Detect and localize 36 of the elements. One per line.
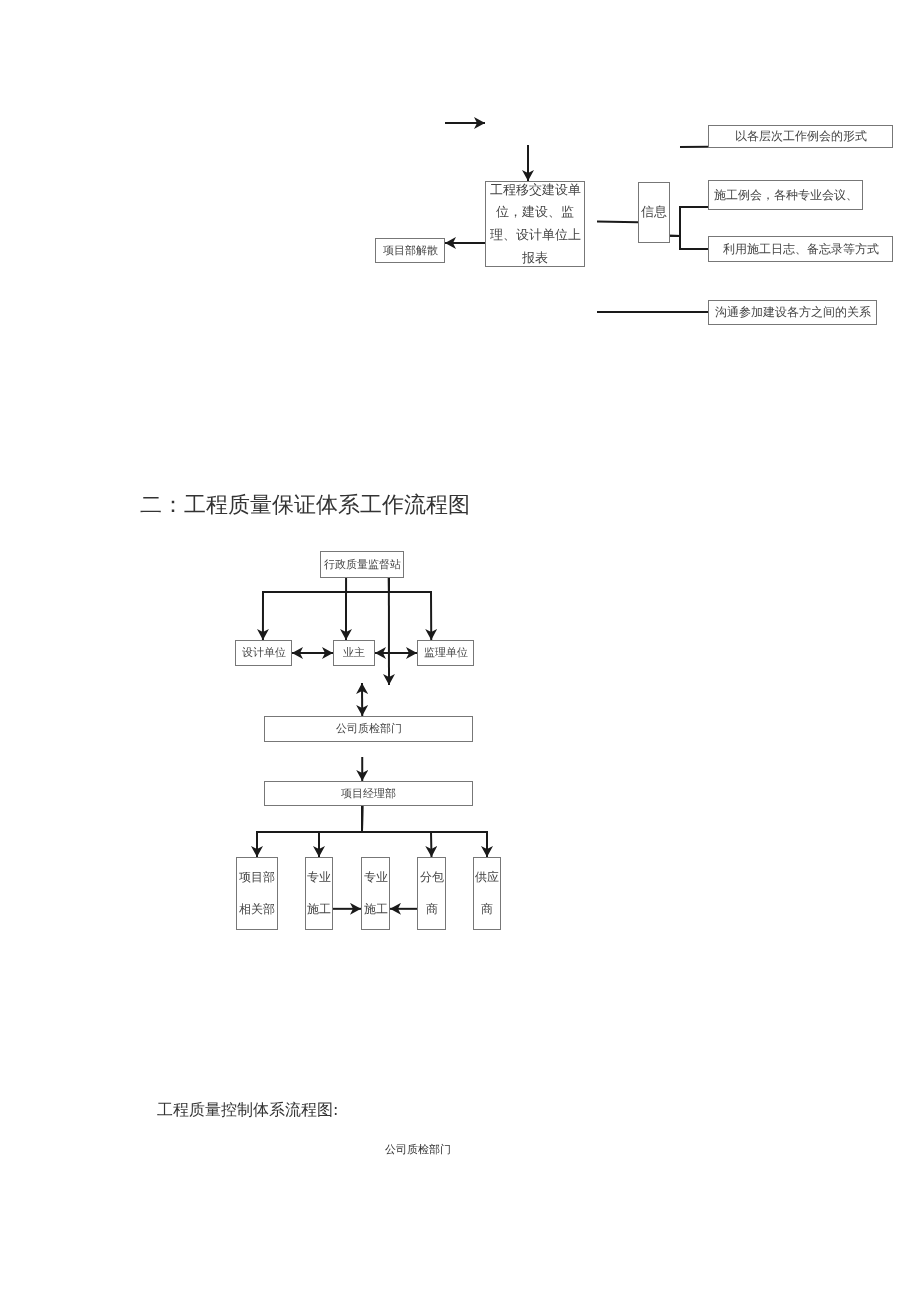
process-box: 项目经理部 bbox=[264, 781, 473, 806]
process-box: 沟通参加建设各方之间的关系 bbox=[708, 300, 877, 325]
process-box: 分包商 bbox=[417, 857, 446, 930]
connector-line bbox=[669, 234, 709, 250]
process-box: 行政质量监督站 bbox=[320, 551, 404, 578]
process-box: 业主 bbox=[333, 640, 375, 666]
heading: 工程质量控制体系流程图: bbox=[157, 1100, 339, 1121]
arrow bbox=[291, 647, 334, 659]
connector-line bbox=[596, 220, 639, 224]
process-box: 利用施工日志、备忘录等方式 bbox=[708, 236, 893, 262]
process-box: 信息 bbox=[638, 182, 670, 243]
process-box: 设计单位 bbox=[235, 640, 292, 666]
arrow bbox=[356, 682, 369, 717]
arrow bbox=[444, 237, 486, 249]
process-box: 以各层次工作例会的形式 bbox=[708, 125, 893, 148]
process-box: 专业施工 bbox=[305, 857, 333, 930]
process-box: 施工例会，各种专业会议、 bbox=[708, 180, 863, 210]
heading: 二：工程质量保证体系工作流程图 bbox=[140, 491, 470, 519]
arrow bbox=[522, 144, 534, 182]
arrow bbox=[340, 577, 352, 641]
process-box: 专业施工 bbox=[361, 857, 390, 930]
process-box: 工程移交建设单位，建设、监理、设计单位上报表 bbox=[485, 181, 585, 267]
arrow bbox=[356, 756, 369, 782]
arrow bbox=[383, 577, 395, 686]
process-box: 公司质检部门 bbox=[264, 716, 473, 742]
process-box: 项目部解散 bbox=[375, 238, 445, 263]
note-text: 公司质检部门 bbox=[385, 1142, 451, 1157]
arrow bbox=[389, 902, 418, 915]
process-box: 供应商 bbox=[473, 857, 501, 930]
arrow bbox=[361, 805, 493, 858]
arrow bbox=[332, 902, 362, 915]
connector-line bbox=[596, 311, 709, 313]
process-box: 监理单位 bbox=[417, 640, 474, 666]
connector-line bbox=[679, 145, 709, 148]
process-box: 项目部相关部 bbox=[236, 857, 278, 930]
arrow bbox=[374, 647, 418, 659]
